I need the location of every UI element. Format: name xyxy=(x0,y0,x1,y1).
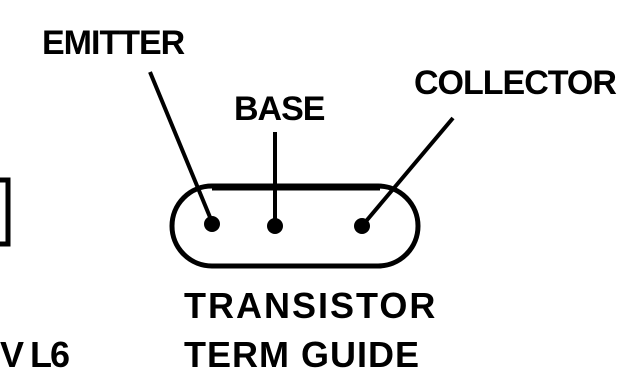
base-label: BASE xyxy=(234,90,325,128)
collector-label: COLLECTOR xyxy=(414,64,617,102)
emitter-label: EMITTER xyxy=(42,24,185,62)
partial-box-edge xyxy=(0,177,11,247)
edge-fragment-label: V L6 xyxy=(0,334,70,375)
emitter-pin xyxy=(204,216,220,232)
caption-line-2: TERM GUIDE xyxy=(184,334,421,375)
caption-line-1: TRANSISTOR xyxy=(184,285,438,326)
collector-leader-line xyxy=(360,116,455,228)
emitter-leader-line xyxy=(148,71,214,223)
base-pin xyxy=(267,218,283,234)
collector-pin xyxy=(354,218,370,234)
